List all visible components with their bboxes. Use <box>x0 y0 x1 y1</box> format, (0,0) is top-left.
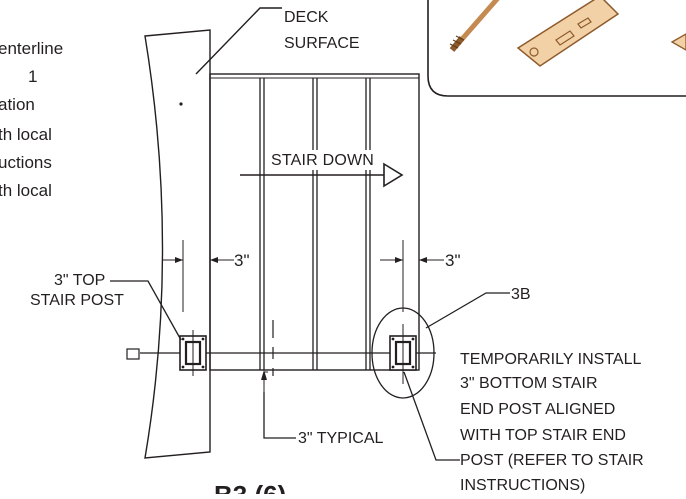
dim-left: 3" <box>163 240 250 312</box>
side-note-line-2: 1 <box>28 67 37 86</box>
bottom-note-line-5: POST (REFER TO STAIR <box>460 452 644 469</box>
side-note-line-1: enterline <box>0 39 63 58</box>
top-post-callout: 3" TOP STAIR POST <box>30 272 182 341</box>
detail-3b-callout: 3B <box>425 286 531 329</box>
typical-label: 3" TYPICAL <box>298 430 384 447</box>
inset-border <box>427 0 686 97</box>
side-note: enterline 1 ation th local uctions th lo… <box>0 39 63 200</box>
bottom-note-line-4: WITH TOP STAIR END <box>460 427 626 444</box>
tool-corner-icon <box>670 33 686 51</box>
drill-bit-icon <box>449 0 500 52</box>
bottom-post-note: TEMPORARILY INSTALL 3" BOTTOM STAIR END … <box>403 351 644 494</box>
deck-surface-label-1: DECK <box>284 9 329 26</box>
stair-down-label-bg <box>266 150 394 170</box>
arrow-head-icon <box>383 162 404 188</box>
detail-circle <box>371 307 435 399</box>
top-post-label-2: STAIR POST <box>30 292 124 309</box>
top-post-label-1: 3" TOP <box>54 272 105 289</box>
deck-surface-shape <box>144 29 211 459</box>
bottom-note-line-3: END POST ALIGNED <box>460 401 615 418</box>
dim-left-label: 3" <box>234 251 250 270</box>
stair-treads <box>209 73 420 371</box>
typical-dimension: 3" TYPICAL <box>261 370 384 447</box>
stair-outline <box>209 73 420 371</box>
detail-ref-label: 3B <box>511 286 531 303</box>
stair-down-arrow: STAIR DOWN <box>240 150 404 188</box>
deck-surface-callout: DECK SURFACE <box>195 7 360 75</box>
top-stair-post <box>179 330 207 376</box>
level-tool-icon <box>516 0 620 67</box>
side-note-line-5: uctions <box>0 153 52 172</box>
side-note-line-6: th local <box>0 181 52 200</box>
bottom-note-line-2: 3" BOTTOM STAIR <box>460 375 598 392</box>
side-note-line-4: th local <box>0 125 52 144</box>
dim-right-label: 3" <box>445 251 461 270</box>
bottom-note-line-1: TEMPORARILY INSTALL <box>460 351 641 368</box>
bottom-partial-text: B3 (6) <box>214 480 286 494</box>
bottom-stair-post <box>371 307 435 399</box>
side-note-line-3: ation <box>0 95 35 114</box>
tool-inset <box>427 0 686 97</box>
deck-surface-label-2: SURFACE <box>284 35 360 52</box>
stair-down-label: STAIR DOWN <box>271 152 374 169</box>
deck-dot <box>179 102 183 106</box>
bottom-note-line-6: INSTRUCTIONS) <box>460 477 585 494</box>
centerline-block <box>126 348 140 360</box>
dim-right: 3" <box>380 240 461 312</box>
